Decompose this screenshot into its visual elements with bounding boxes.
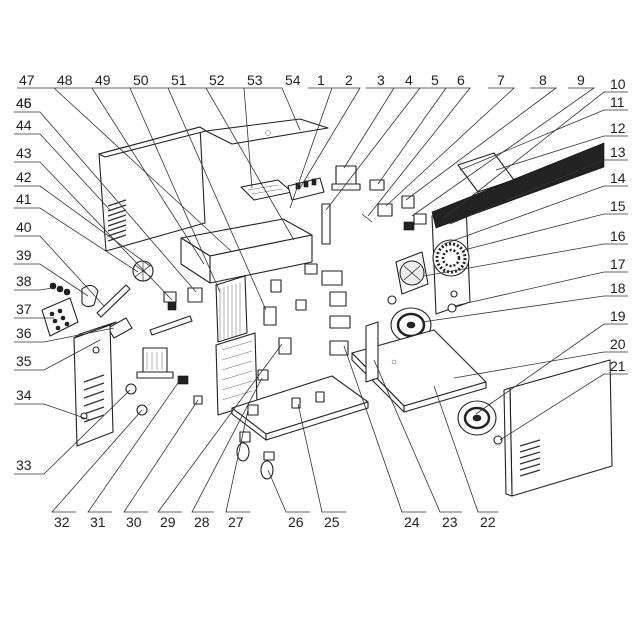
callout-21: 21 (610, 358, 626, 374)
callout-8: 8 (539, 72, 547, 88)
callout-10: 10 (610, 76, 626, 92)
divider-plate (365, 321, 379, 383)
insulation-strip (321, 203, 331, 245)
callout-41: 41 (16, 191, 32, 207)
callout-32: 32 (54, 514, 70, 530)
caster-wheel-rear (260, 451, 275, 480)
callout-50: 50 (133, 72, 149, 88)
chassis-top-panel (180, 218, 313, 284)
right-vent-slots (519, 439, 541, 477)
callout-26: 26 (288, 514, 304, 530)
leader-lines (14, 87, 628, 513)
rod (96, 284, 131, 318)
callout-54: 54 (285, 72, 301, 88)
callout-35: 35 (16, 353, 32, 369)
callout-37: 37 (16, 301, 32, 317)
callout-33: 33 (16, 457, 32, 473)
callout-11: 11 (610, 94, 625, 110)
callout-24: 24 (404, 514, 420, 530)
callout-29: 29 (160, 514, 176, 530)
callout-43: 43 (16, 145, 32, 161)
terminal-board (41, 297, 79, 337)
cap-parts (401, 195, 427, 231)
fastener-set (49, 282, 71, 296)
callout-48: 48 (57, 72, 73, 88)
callout-47: 47 (19, 72, 35, 88)
callout-5: 5 (431, 72, 439, 88)
callout-34: 34 (16, 387, 32, 403)
callout-18: 18 (610, 280, 626, 296)
callout-31: 31 (90, 514, 106, 530)
auxiliary-transformer (331, 165, 361, 191)
callout-40: 40 (16, 219, 32, 235)
callout-3: 3 (377, 72, 385, 88)
callout-49: 49 (95, 72, 111, 88)
callout-15: 15 (610, 198, 626, 214)
callout-7: 7 (497, 72, 505, 88)
front-vent-slots (83, 374, 105, 423)
bottom-tray (231, 375, 369, 441)
callout-22: 22 (480, 514, 496, 530)
callout-19: 19 (610, 308, 626, 324)
callout-23: 23 (442, 514, 458, 530)
control-board (240, 179, 293, 201)
igbt-modules (263, 263, 351, 356)
callout-30: 30 (126, 514, 142, 530)
callout-12: 12 (610, 120, 626, 136)
callout-25: 25 (324, 514, 340, 530)
callout-28: 28 (194, 514, 210, 530)
callout-27: 27 (228, 514, 244, 530)
callout-44: 44 (16, 117, 32, 133)
small-components (149, 287, 203, 405)
output-inductor (136, 347, 174, 379)
callout-52: 52 (209, 72, 225, 88)
callout-39: 39 (16, 247, 32, 263)
callout-6: 6 (457, 72, 465, 88)
heatsink-upper (215, 275, 248, 343)
callout-46-label: 46 (16, 95, 32, 111)
callout-17: 17 (610, 256, 626, 272)
caster-wheel-front (236, 431, 251, 462)
right-side-panel (493, 359, 613, 497)
knobs (125, 383, 148, 416)
side-vent-slots (107, 199, 127, 242)
switch-parts (361, 179, 393, 223)
callout-38: 38 (16, 273, 32, 289)
grommets (387, 295, 457, 313)
callout-9: 9 (577, 72, 585, 88)
callout-51: 51 (171, 72, 187, 88)
relay-board (287, 177, 325, 201)
parts-group (41, 118, 613, 497)
top-cover-plate (205, 118, 329, 145)
bracket (107, 317, 133, 339)
callout-4: 4 (405, 72, 413, 88)
callout-36: 36 (16, 325, 32, 341)
callout-14: 14 (610, 170, 626, 186)
black-stripe (431, 142, 605, 229)
callout-numbers: 47 48 49 50 51 52 53 54 1 2 3 4 5 6 7 8 … (16, 72, 626, 530)
callout-13: 13 (610, 144, 626, 160)
callout-1: 1 (317, 72, 325, 88)
cable-clamp (81, 284, 99, 308)
fan-grille (435, 242, 467, 274)
cooling-fan (395, 251, 429, 295)
rear-wheel-lower (457, 400, 497, 436)
callout-20: 20 (610, 336, 626, 352)
side-cover-panel (98, 126, 207, 252)
callout-2: 2 (345, 72, 353, 88)
callout-16: 16 (610, 228, 626, 244)
callout-42: 42 (16, 169, 32, 185)
front-panel (73, 321, 117, 447)
callout-53: 53 (247, 72, 263, 88)
callout-45: 45 (16, 95, 32, 111)
small-fan (132, 260, 154, 282)
